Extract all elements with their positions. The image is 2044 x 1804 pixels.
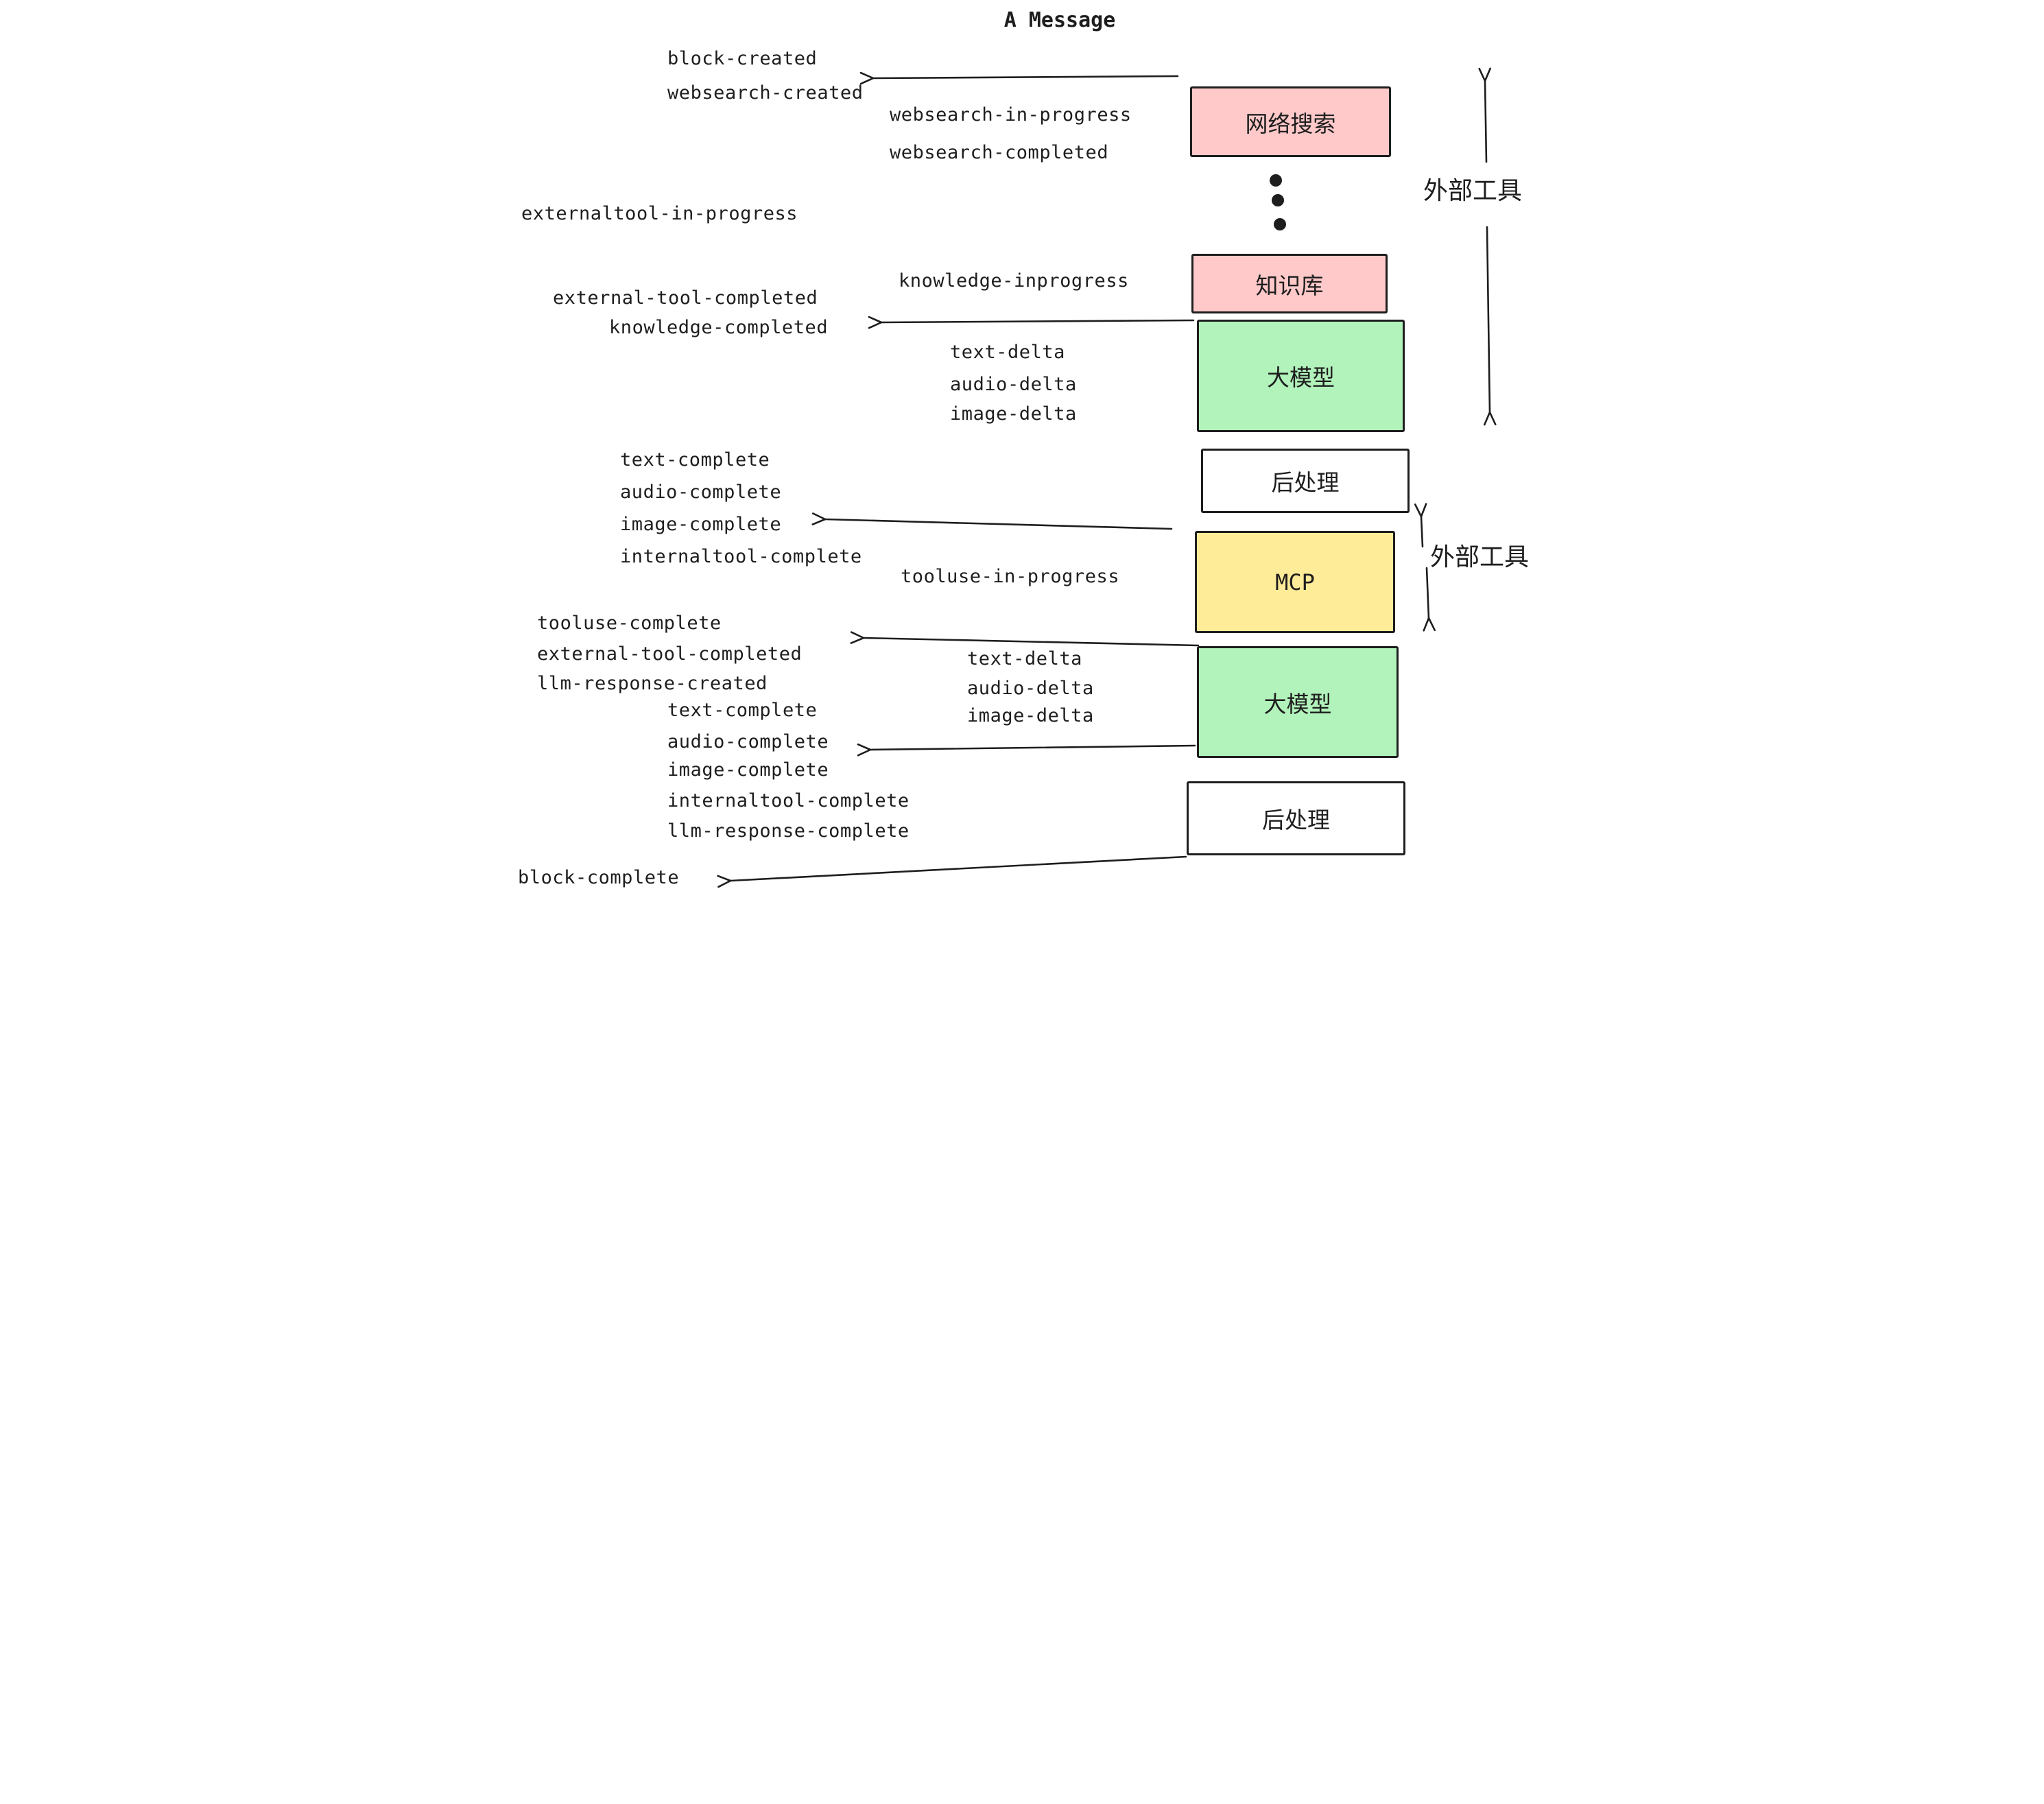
event-text-delta-2: text-delta bbox=[967, 648, 1082, 669]
event-image-delta-2: image-delta bbox=[967, 705, 1094, 726]
diagram-canvas: A Message block-created websearch-create… bbox=[511, 0, 1533, 902]
event-websearch-in-progress: websearch-in-progress bbox=[890, 104, 1132, 126]
event-internaltool-complete-2: internaltool-complete bbox=[667, 790, 910, 811]
event-image-delta-1: image-delta bbox=[950, 403, 1077, 425]
event-audio-delta-2: audio-delta bbox=[967, 678, 1094, 699]
box-websearch: 网络搜索 bbox=[1190, 86, 1391, 157]
external-tools-top-arrow-down bbox=[1483, 226, 1497, 426]
external-tools-label-top: 外部工具 bbox=[1423, 177, 1523, 205]
external-tools-bottom-arrow-up bbox=[1414, 503, 1427, 548]
event-externaltool-in-progress: externaltool-in-progress bbox=[521, 203, 798, 224]
event-websearch-completed: websearch-completed bbox=[890, 142, 1109, 163]
box-postprocess-2: 后处理 bbox=[1187, 781, 1405, 855]
box-postprocess-1: 后处理 bbox=[1201, 449, 1410, 513]
box-llm-2: 大模型 bbox=[1197, 646, 1399, 758]
event-llm-response-complete: llm-response-complete bbox=[667, 820, 910, 842]
ellipsis-dots bbox=[1270, 174, 1286, 230]
event-image-complete-2: image-complete bbox=[667, 759, 829, 781]
arrow-to-websearch-created bbox=[859, 71, 1179, 85]
event-audio-complete-1: audio-complete bbox=[620, 482, 782, 503]
event-internaltool-complete-1: internaltool-complete bbox=[620, 546, 862, 567]
event-text-complete-1: text-complete bbox=[620, 449, 770, 471]
box-llm-1: 大模型 bbox=[1197, 320, 1405, 432]
diagram-title: A Message bbox=[1003, 8, 1116, 32]
external-tools-bottom-arrow-down bbox=[1423, 567, 1436, 632]
ellipsis-dot-3 bbox=[1274, 218, 1286, 230]
event-tooluse-complete: tooluse-complete bbox=[537, 613, 722, 634]
ellipsis-dot-1 bbox=[1270, 174, 1282, 187]
event-audio-delta-1: audio-delta bbox=[950, 374, 1077, 395]
box-mcp: MCP bbox=[1195, 531, 1395, 633]
event-block-created: block-created bbox=[667, 48, 818, 69]
event-block-complete: block-complete bbox=[518, 867, 680, 888]
event-image-complete-1: image-complete bbox=[620, 514, 782, 535]
arrow-to-image-complete bbox=[811, 512, 1173, 530]
event-audio-complete-2: audio-complete bbox=[667, 731, 829, 752]
event-tooluse-in-progress: tooluse-in-progress bbox=[901, 566, 1120, 587]
box-knowledge: 知识库 bbox=[1191, 254, 1388, 313]
event-websearch-created: websearch-created bbox=[667, 82, 864, 104]
external-tools-top-arrow-up bbox=[1478, 67, 1491, 163]
event-external-tool-completed-1: external-tool-completed bbox=[553, 287, 818, 309]
event-knowledge-inprogress: knowledge-inprogress bbox=[899, 270, 1129, 292]
arrow-to-block-complete bbox=[717, 855, 1187, 888]
external-tools-label-bottom: 外部工具 bbox=[1430, 543, 1530, 571]
arrow-to-audio-complete bbox=[857, 743, 1196, 757]
event-text-delta-1: text-delta bbox=[950, 342, 1065, 363]
arrow-to-knowledge-completed bbox=[868, 316, 1195, 329]
ellipsis-dot-2 bbox=[1272, 194, 1284, 206]
event-llm-response-created: llm-response-created bbox=[537, 673, 768, 694]
event-external-tool-completed-2: external-tool-completed bbox=[537, 643, 803, 665]
arrow-to-tooluse-complete bbox=[850, 631, 1200, 647]
event-text-complete-2: text-complete bbox=[667, 700, 818, 721]
event-knowledge-completed: knowledge-completed bbox=[609, 317, 829, 338]
